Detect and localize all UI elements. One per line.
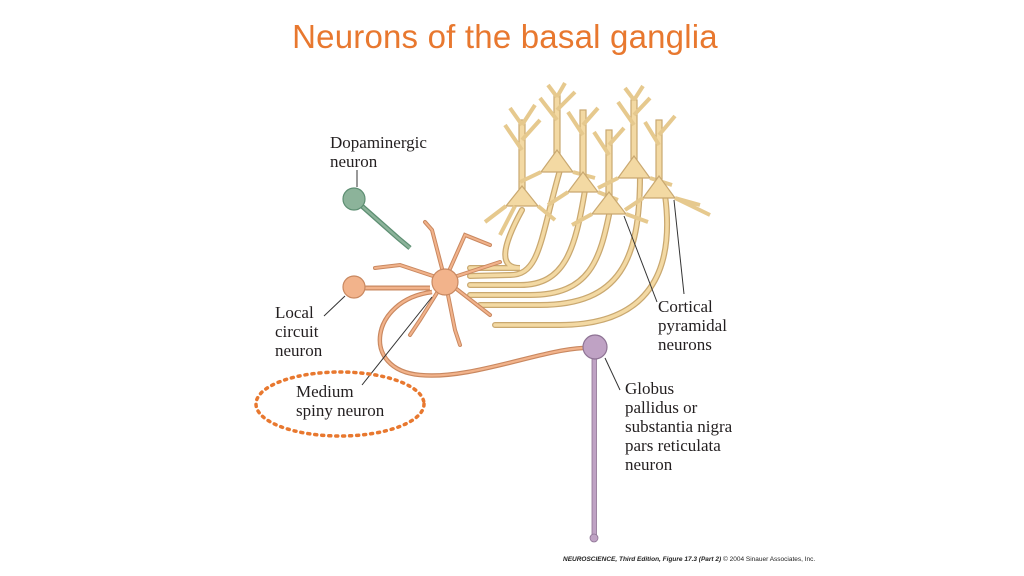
pyramidal-neuron-3 — [546, 106, 619, 207]
figure-credit: NEUROSCIENCE, Third Edition, Figure 17.3… — [563, 556, 815, 563]
local-circuit-neuron — [323, 275, 430, 317]
page-title: Neurons of the basal ganglia — [292, 18, 718, 55]
highlight-ellipse — [254, 370, 426, 438]
pyramidal-neuron-1 — [483, 103, 557, 236]
medium-spiny-neuron-label: Medium spiny neuron — [296, 382, 385, 420]
pyramidal-neuron-4 — [571, 126, 649, 227]
medium-spiny-soma — [431, 268, 459, 296]
globus-pallidus-neuron — [582, 334, 621, 543]
pyramidal-neuron-6 — [623, 114, 711, 217]
cortical-pyramidal-neurons — [483, 82, 711, 236]
credit-book: NEUROSCIENCE, Third Edition, Figure 17.3… — [563, 556, 722, 563]
cortical-pyramidal-neurons-label: Cortical pyramidal neurons — [658, 297, 727, 354]
globus-pallidus-neuron-label: Globus pallidus or substantia nigra pars… — [625, 379, 733, 474]
dopaminergic-neuron — [342, 170, 412, 250]
pyramidal-neuron-2 — [519, 82, 596, 184]
credit-copyright: © 2004 Sinauer Associates, Inc. — [723, 556, 816, 563]
dopaminergic-neuron-label: Dopaminergic neuron — [330, 133, 427, 171]
local-circuit-neuron-label: Local circuit neuron — [275, 303, 323, 360]
